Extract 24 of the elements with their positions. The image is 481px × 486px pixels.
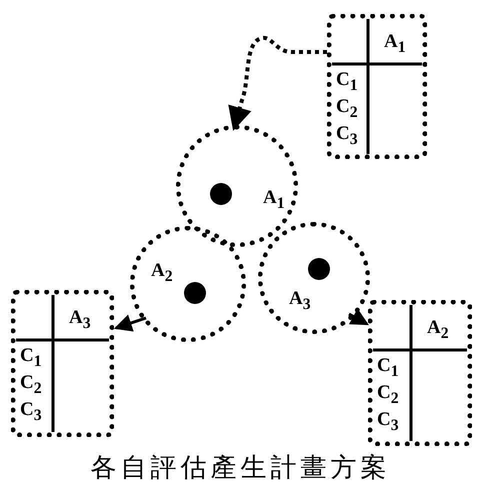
circle-label: A$_{1}$ bbox=[263, 188, 285, 214]
row-label: C$_{1}$ bbox=[377, 356, 399, 382]
row-label: C$_{2}$ bbox=[336, 97, 358, 123]
column-header: A$_{1}$ bbox=[384, 32, 406, 58]
column-header: A$_{2}$ bbox=[427, 318, 449, 344]
arrow bbox=[228, 36, 327, 131]
table-box bbox=[368, 300, 472, 446]
row-label: C$_{3}$ bbox=[377, 410, 399, 436]
circle-node bbox=[176, 125, 298, 247]
row-label: C$_{3}$ bbox=[20, 400, 42, 426]
table-box bbox=[327, 14, 427, 159]
circle-label: A$_{2}$ bbox=[151, 261, 173, 287]
table-box bbox=[11, 290, 114, 437]
row-label: C$_{2}$ bbox=[20, 373, 42, 399]
row-label: C$_{1}$ bbox=[336, 70, 358, 96]
row-label: C$_{3}$ bbox=[336, 124, 358, 150]
row-label: C$_{2}$ bbox=[377, 383, 399, 409]
row-label: C$_{1}$ bbox=[20, 346, 42, 372]
circle-label: A$_{3}$ bbox=[289, 289, 311, 315]
arrow bbox=[114, 314, 146, 332]
circle-node bbox=[130, 226, 246, 342]
circle-node bbox=[258, 222, 370, 334]
caption: 各自評估產生計畫方案 bbox=[90, 452, 392, 484]
column-header: A$_{3}$ bbox=[69, 308, 91, 334]
